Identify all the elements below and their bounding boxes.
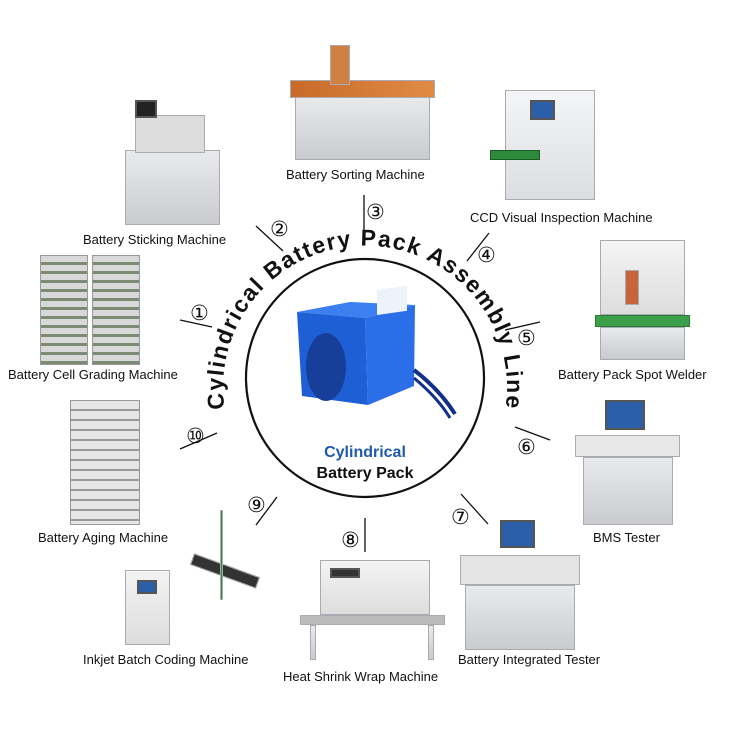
- step-number-6: ⑥: [517, 436, 536, 459]
- step-number-9: ⑨: [247, 494, 266, 517]
- battery-cell-grading-machine-image: [40, 255, 140, 365]
- battery-pack-image: [297, 285, 457, 419]
- battery-sorting-machine-image: [290, 40, 435, 160]
- label-ccd-visual-inspection-machine: CCD Visual Inspection Machine: [470, 210, 653, 225]
- connector-lines: [179, 195, 551, 552]
- step-number-8: ⑧: [341, 529, 360, 552]
- ccd-visual-inspection-machine-image: [490, 90, 600, 200]
- step-number-4: ④: [477, 244, 496, 267]
- label-battery-cell-grading-machine: Battery Cell Grading Machine: [8, 367, 178, 382]
- battery-pack-spot-welder-image: [595, 240, 690, 360]
- heat-shrink-wrap-machine-image: [300, 560, 445, 660]
- label-heat-shrink-wrap-machine: Heat Shrink Wrap Machine: [283, 669, 439, 684]
- label-battery-sticking-machine: Battery Sticking Machine: [83, 232, 227, 247]
- bms-tester-image: [575, 400, 680, 525]
- label-battery-integrated-tester: Battery Integrated Tester: [458, 652, 601, 667]
- center-label: Cylindrical Battery Pack: [285, 442, 445, 484]
- inkjet-batch-coding-machine-image: [125, 510, 260, 645]
- step-number-7: ⑦: [451, 506, 470, 529]
- center-ring: [244, 257, 486, 499]
- label-battery-aging-machine: Battery Aging Machine: [38, 530, 169, 545]
- label-battery-pack-spot-welder: Battery Pack Spot Welder: [558, 367, 707, 382]
- step-number-5: ⑤: [517, 327, 536, 350]
- battery-integrated-tester-image: [460, 520, 580, 650]
- label-bms-tester: BMS Tester: [593, 530, 660, 545]
- step-number-3: ③: [366, 201, 385, 224]
- center-label-line1: Cylindrical: [324, 444, 406, 461]
- battery-aging-machine-image: [70, 400, 140, 525]
- center-label-line2: Battery Pack: [316, 465, 414, 482]
- step-number-10: ⑩: [186, 425, 205, 448]
- battery-sticking-machine-image: [125, 100, 220, 225]
- label-battery-sorting-machine: Battery Sorting Machine: [286, 167, 425, 182]
- step-number-2: ②: [270, 218, 289, 241]
- label-inkjet-batch-coding-machine: Inkjet Batch Coding Machine: [83, 652, 249, 667]
- step-number-1: ①: [190, 302, 209, 325]
